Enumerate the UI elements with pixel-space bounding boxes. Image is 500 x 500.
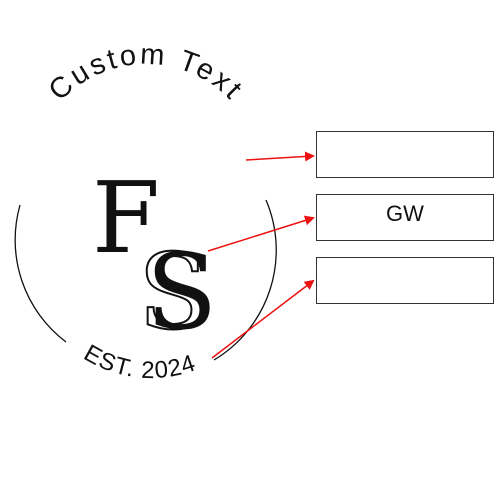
ring-left-arc — [14, 204, 67, 343]
arrow-top-text-to-box-1 — [245, 151, 315, 162]
arrow-bottom-text-to-box-3 — [211, 279, 315, 359]
monogram-letter-s-outline: S — [138, 231, 209, 353]
established-date-input[interactable] — [316, 257, 494, 304]
arrow-monogram-to-box-2 — [207, 215, 315, 252]
custom-text-input-1[interactable] — [316, 131, 494, 178]
ring-right-arc — [213, 199, 277, 361]
monogram-input[interactable]: GW — [316, 194, 494, 241]
monogram-letter-s: S — [146, 231, 217, 353]
monogram-letter-f: F — [92, 162, 160, 276]
logo-top-text: Custom Text — [43, 38, 250, 107]
